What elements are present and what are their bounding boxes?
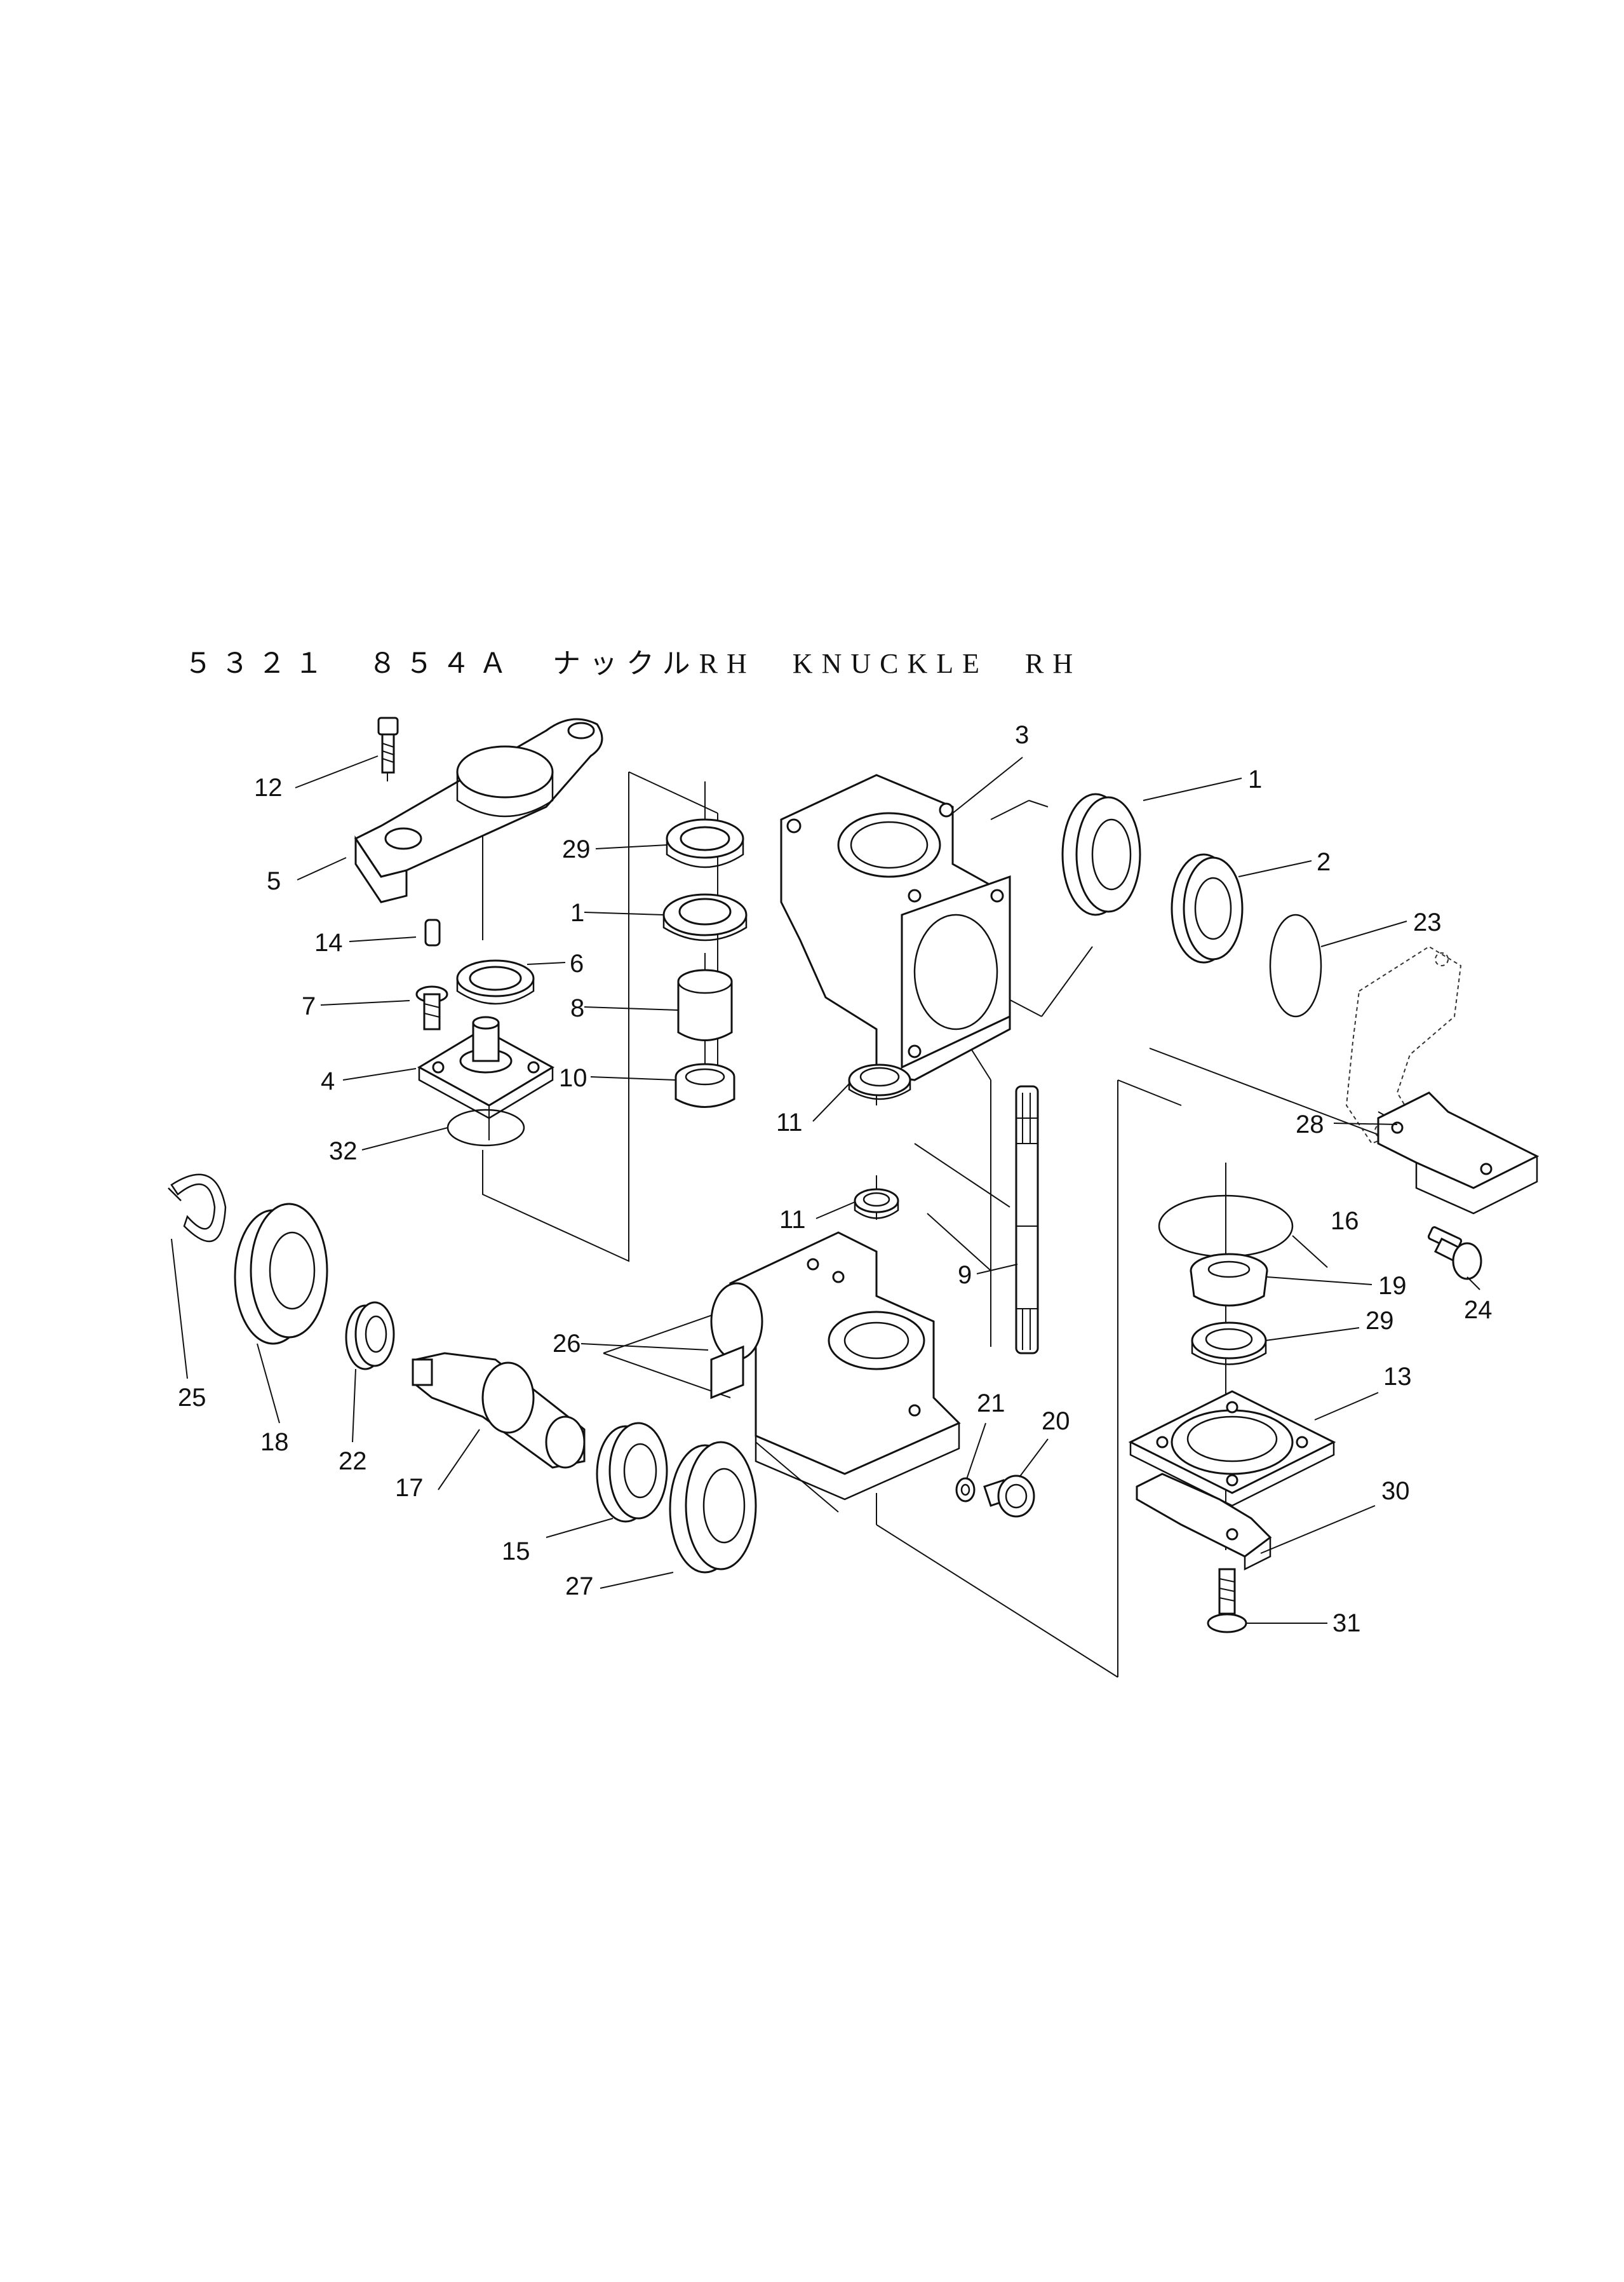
callout-1-upper: 1 xyxy=(570,899,584,927)
part-29-bearing-lower xyxy=(1191,1321,1267,1365)
callout-5: 5 xyxy=(267,867,281,895)
part-31-bolt xyxy=(1207,1568,1247,1633)
callout-32: 32 xyxy=(329,1137,358,1165)
callout-18: 18 xyxy=(260,1428,289,1456)
callout-3: 3 xyxy=(1015,721,1029,749)
leader-lines xyxy=(171,755,1480,1624)
callout-6: 6 xyxy=(570,950,584,978)
callout-29-upper: 29 xyxy=(562,835,591,863)
callout-4: 4 xyxy=(321,1067,335,1095)
part-4-kingpin-flange xyxy=(417,1016,555,1119)
part-5-knuckle-arm xyxy=(354,718,603,903)
part-13-bottom-cover xyxy=(1128,1390,1336,1507)
part-24-bolt xyxy=(1427,1226,1482,1280)
diagram-title: ５３２１ ８５４Ａ ナックルRH KNUCKLE RH xyxy=(184,648,1082,679)
callout-10: 10 xyxy=(559,1064,587,1092)
part-29-bearing-upper xyxy=(666,818,744,868)
part-30-bracket xyxy=(1136,1473,1272,1571)
callout-23: 23 xyxy=(1413,908,1442,936)
callout-24: 24 xyxy=(1464,1296,1493,1324)
callout-12: 12 xyxy=(254,774,283,802)
part-15-bearing xyxy=(596,1422,668,1523)
part-17-axle-shaft xyxy=(412,1352,586,1469)
part-32-o-ring xyxy=(446,1109,525,1147)
part-22-collar xyxy=(345,1301,395,1370)
part-9-spline-shaft xyxy=(1015,1085,1039,1354)
part-20-plug xyxy=(983,1475,1035,1518)
part-26-lower-case xyxy=(710,1231,961,1501)
callout-27: 27 xyxy=(565,1572,594,1600)
part-6-bearing xyxy=(456,959,535,1005)
callout-19: 19 xyxy=(1378,1272,1407,1300)
part-8-bushing xyxy=(677,969,733,1041)
callout-31: 31 xyxy=(1332,1609,1361,1637)
callout-26: 26 xyxy=(553,1330,581,1358)
callout-21: 21 xyxy=(977,1389,1005,1417)
callout-13: 13 xyxy=(1383,1363,1412,1391)
part-1-seal-right xyxy=(1061,793,1141,916)
part-18-bearing xyxy=(234,1203,328,1345)
part-11-seal-lower xyxy=(854,1188,899,1219)
callout-2: 2 xyxy=(1317,848,1331,876)
callout-16: 16 xyxy=(1331,1207,1359,1235)
part-10-needle-bearing xyxy=(674,1063,735,1108)
part-27-seal xyxy=(669,1441,757,1574)
part-11-seal-upper xyxy=(848,1063,911,1100)
part-28-bracket xyxy=(1377,1091,1540,1215)
callout-8: 8 xyxy=(570,994,584,1022)
callout-11-lower: 11 xyxy=(779,1206,806,1234)
callout-20: 20 xyxy=(1042,1407,1070,1435)
part-19-oil-seal xyxy=(1190,1253,1268,1307)
callout-29-lower: 29 xyxy=(1366,1307,1394,1335)
callout-15: 15 xyxy=(502,1537,530,1565)
part-2-bearing-right xyxy=(1171,853,1244,964)
part-23-o-ring xyxy=(1269,914,1322,1018)
part-12-bolt xyxy=(377,717,399,774)
part-14-pin xyxy=(424,919,441,947)
part-7-bolt xyxy=(415,985,448,1030)
callout-28: 28 xyxy=(1296,1111,1324,1138)
callout-9: 9 xyxy=(958,1261,972,1289)
part-1-seal-upper xyxy=(662,893,748,942)
callout-1-right: 1 xyxy=(1248,766,1262,793)
callout-25: 25 xyxy=(178,1384,206,1412)
callout-30: 30 xyxy=(1381,1477,1410,1505)
callout-14: 14 xyxy=(314,929,343,957)
callout-7: 7 xyxy=(302,992,316,1020)
callout-numbers: 12 5 14 6 7 4 32 29 1 8 10 3 1 2 23 28 2… xyxy=(178,721,1493,1637)
callout-17: 17 xyxy=(395,1474,424,1502)
part-21-washer xyxy=(955,1477,976,1502)
callout-22: 22 xyxy=(339,1447,367,1475)
part-25-snap-ring xyxy=(168,1173,227,1243)
part-3-knuckle-housing xyxy=(780,774,1011,1081)
callout-11-upper: 11 xyxy=(776,1109,803,1137)
